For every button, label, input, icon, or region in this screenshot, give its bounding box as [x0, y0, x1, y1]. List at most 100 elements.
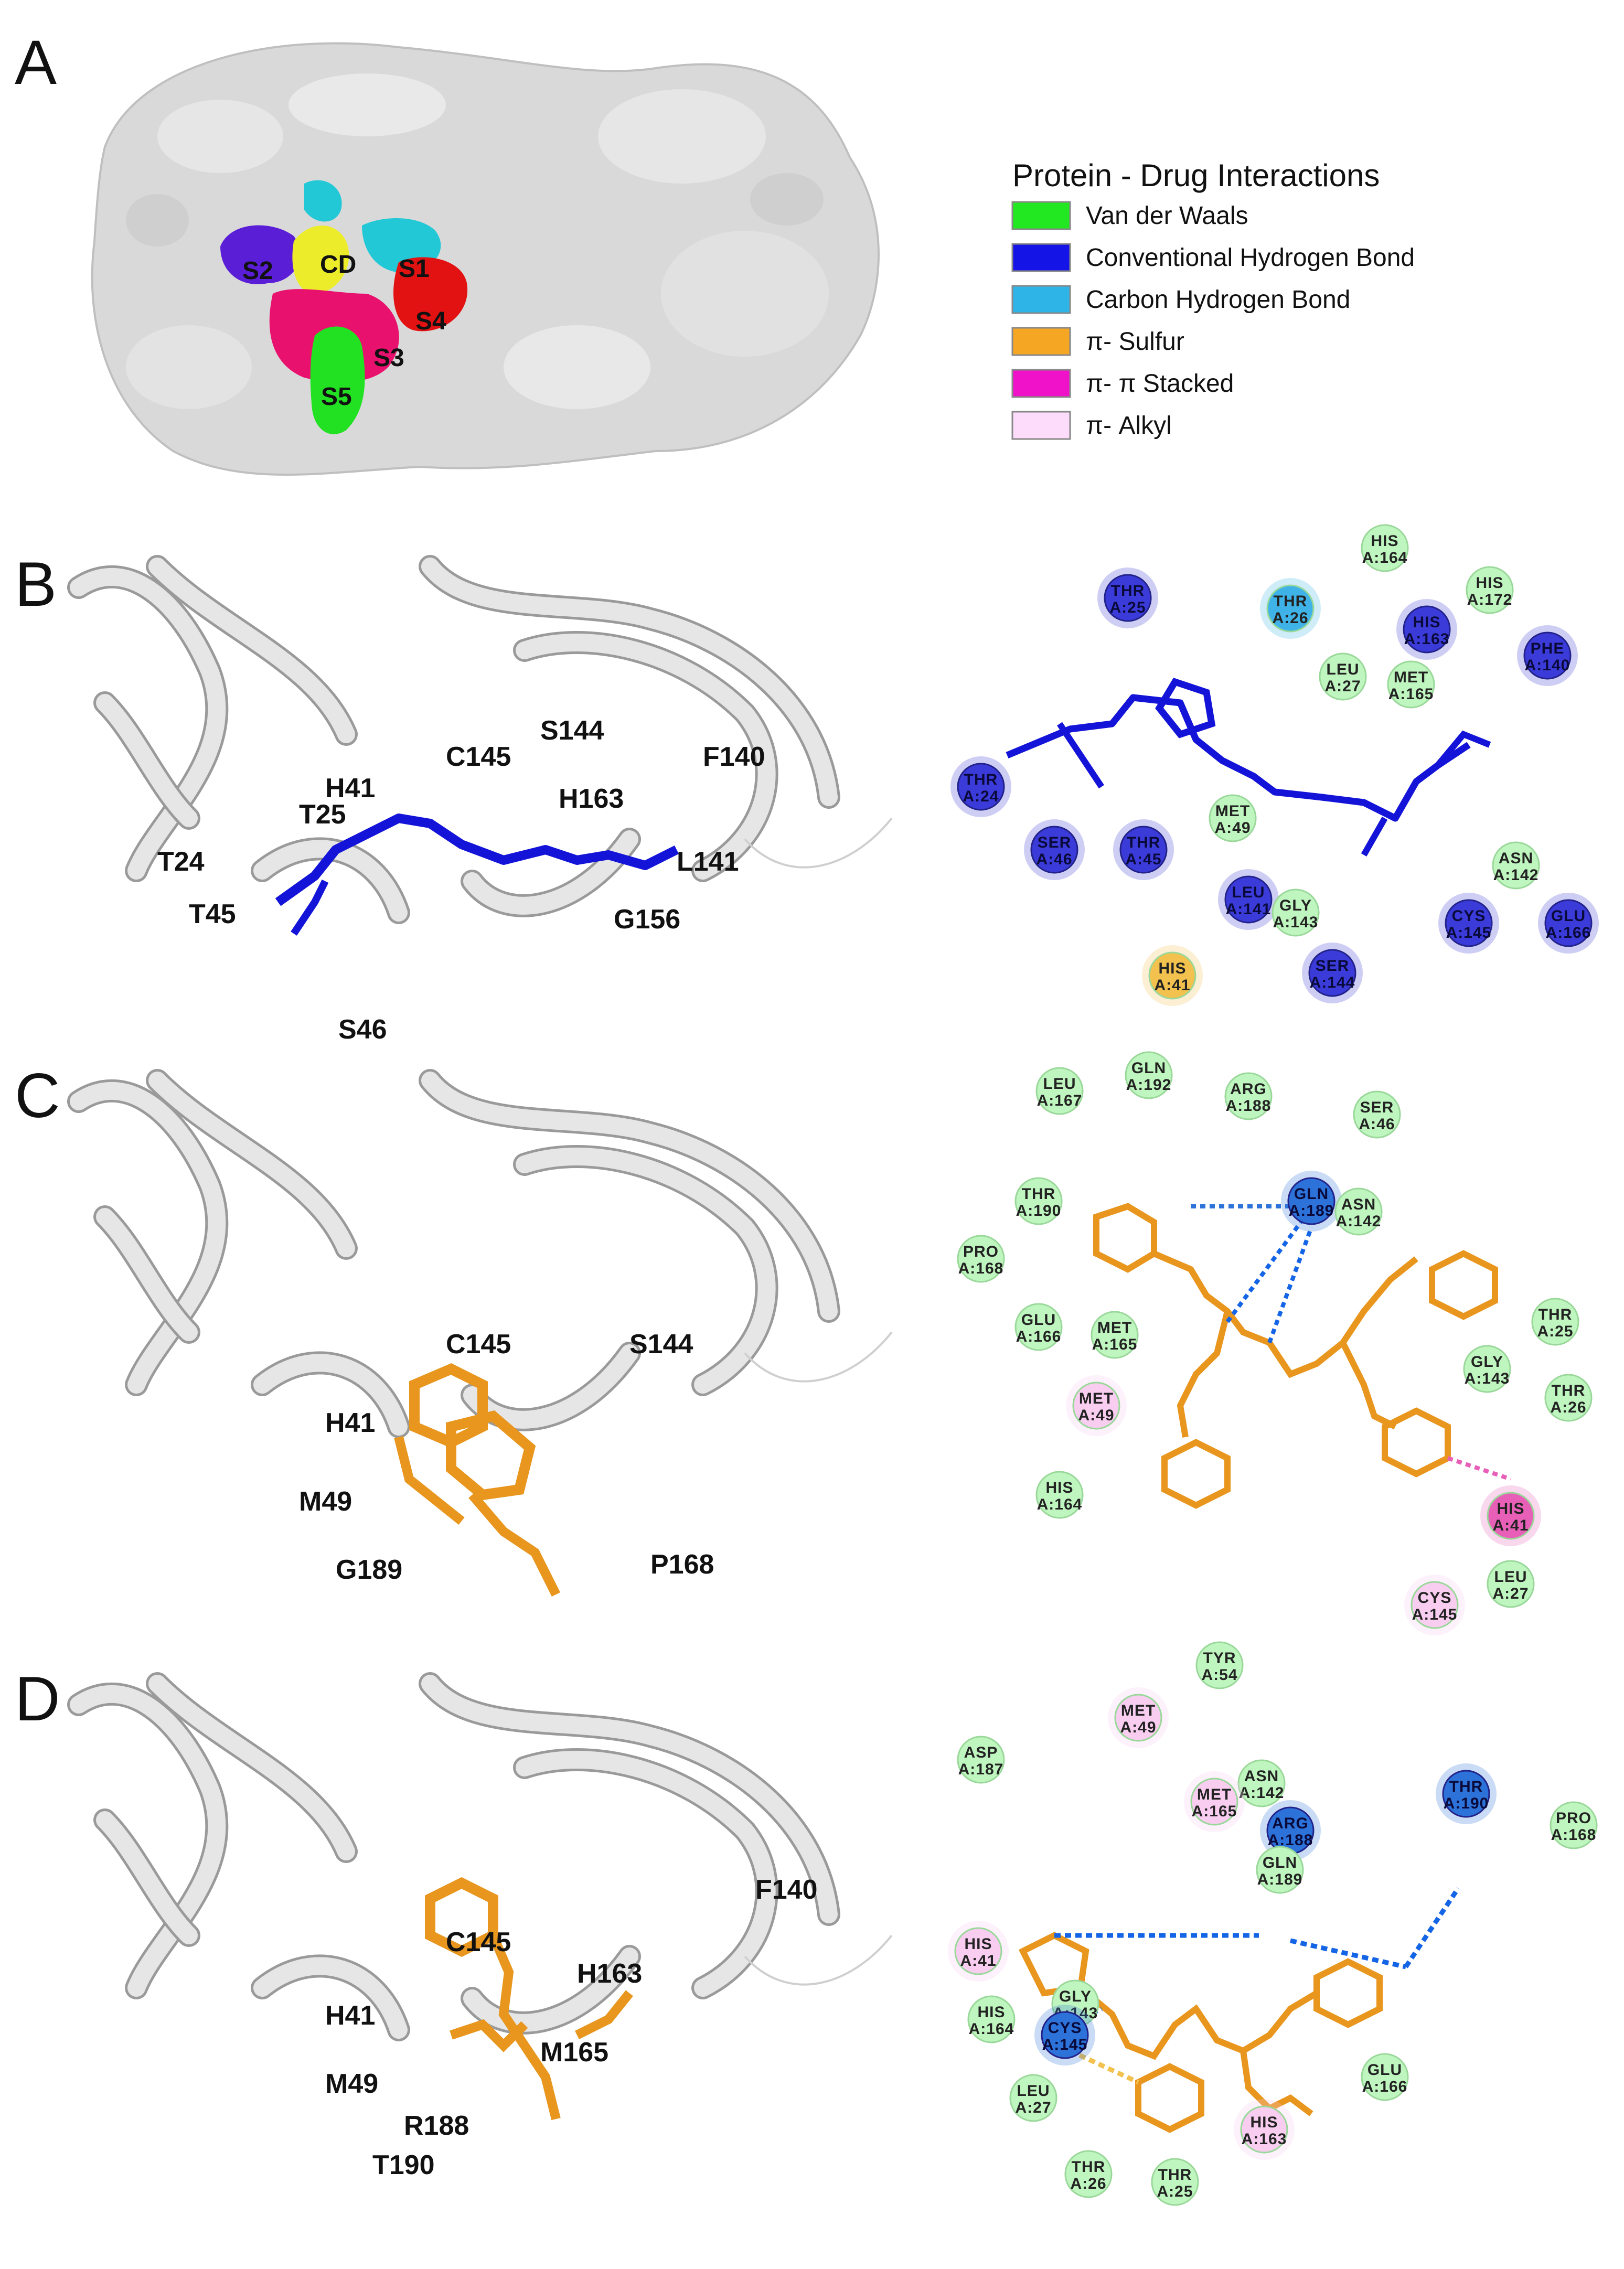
ribbon-structure-d: [67, 1672, 893, 2041]
residue-name: GLU: [1551, 907, 1586, 925]
residue-id: A:145: [1446, 924, 1492, 941]
residue-label-3d: S144: [629, 1329, 693, 1360]
residue-name: MET: [1121, 1702, 1156, 1719]
residue-id: A:165: [1092, 1336, 1138, 1353]
residue-name: MET: [1394, 669, 1428, 686]
residue-name: SER: [1316, 957, 1350, 975]
residue-id: A:187: [958, 1761, 1004, 1778]
residue-name: PRO: [963, 1243, 999, 1260]
residue-label-3d: S46: [338, 1014, 387, 1045]
residue-label-3d: M49: [325, 2069, 378, 2099]
residue-id: A:49: [1078, 1407, 1114, 1424]
legend-label: π- Sulfur: [1086, 328, 1184, 356]
legend-swatch: [1011, 201, 1071, 230]
residue-id: A:188: [1268, 1832, 1313, 1849]
legend-swatch: [1011, 411, 1071, 440]
residue-id: A:24: [963, 788, 999, 805]
residue-id: A:142: [1239, 1784, 1285, 1802]
residue-name: HIS: [1045, 1479, 1073, 1496]
panel-letter-c: C: [15, 1061, 60, 1131]
legend-label: Carbon Hydrogen Bond: [1086, 286, 1350, 314]
residue-id: A:167: [1037, 1092, 1083, 1109]
residue-id: A:164: [1362, 549, 1408, 566]
residue-name: GLU: [1021, 1311, 1056, 1329]
residue-label-3d: H41: [325, 2000, 375, 2031]
residue-label-3d: L141: [677, 847, 739, 877]
residue-name: GLU: [1367, 2061, 1402, 2079]
residue-name: CYS: [1452, 907, 1486, 925]
residue-id: A:168: [958, 1260, 1004, 1277]
ligand-3d-d: [425, 1877, 634, 2121]
ribbon-structure-c: [67, 1069, 893, 1438]
residue-name: GLN: [1131, 1059, 1166, 1077]
legend-swatch: [1011, 369, 1071, 398]
residue-id: A:46: [1359, 1116, 1395, 1133]
residue-id: A:166: [1362, 2078, 1408, 2095]
residue-id: A:45: [1125, 851, 1161, 868]
residue-label-3d: C145: [446, 1329, 511, 1360]
panel-letter-d: D: [15, 1664, 60, 1734]
ribbon-structure-b: [67, 555, 893, 924]
residue-id: A:141: [1226, 901, 1272, 918]
residue-id: A:164: [1037, 1496, 1083, 1513]
ligand-3d-b: [275, 814, 679, 936]
residue-label-3d: P168: [650, 1549, 714, 1580]
interaction-diagram-d: [1018, 1887, 1460, 2133]
legend-label: Conventional Hydrogen Bond: [1086, 244, 1415, 272]
residue-label-3d: C145: [446, 742, 511, 772]
pocket-label-s5: S5: [321, 383, 352, 411]
residue-label-3d: H163: [559, 784, 624, 814]
residue-id: A:26: [1272, 609, 1308, 627]
residue-label-3d: T190: [372, 2150, 435, 2180]
panel-letter-a: A: [15, 27, 57, 98]
residue-id: A:142: [1493, 866, 1539, 884]
interaction-diagram-c: [1093, 1203, 1512, 1509]
residue-name: MET: [1079, 1390, 1114, 1407]
residue-id: A:143: [1273, 914, 1319, 931]
residue-name: HIS: [1371, 532, 1398, 550]
residue-name: ARG: [1272, 1815, 1309, 1832]
residue-name: LEU: [1494, 1568, 1527, 1586]
residue-id: A:163: [1242, 2131, 1287, 2148]
legend-label: π- π Stacked: [1086, 370, 1234, 398]
residue-name: THR: [1449, 1778, 1483, 1795]
residue-name: HIS: [1497, 1500, 1524, 1517]
residue-id: A:143: [1465, 1370, 1510, 1387]
residue-id: A:27: [1492, 1585, 1529, 1602]
residue-id: A:165: [1192, 1803, 1237, 1820]
